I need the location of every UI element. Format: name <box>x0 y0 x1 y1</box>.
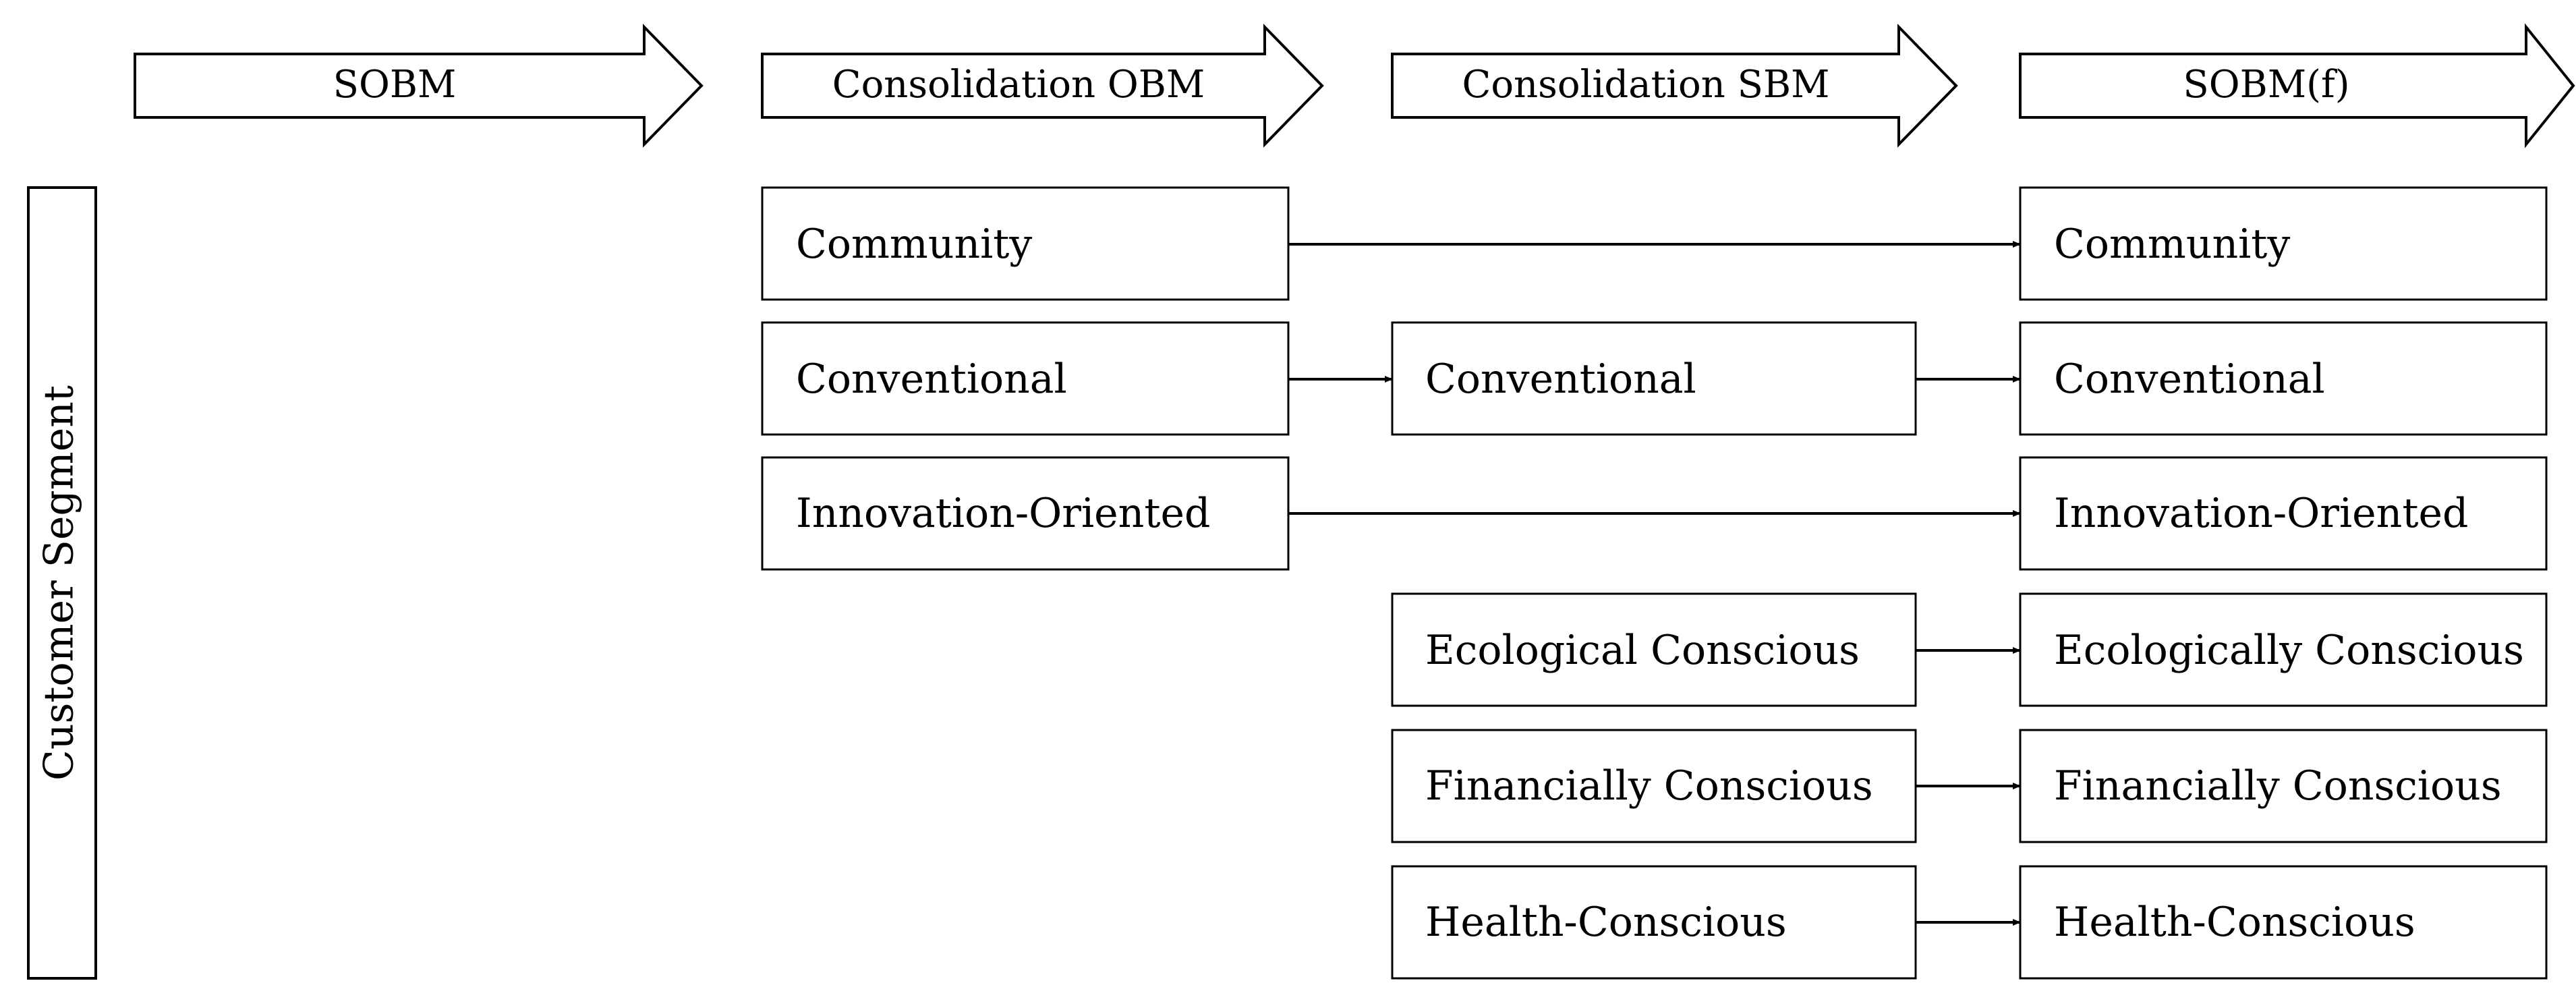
connectors <box>1288 241 2021 926</box>
segment-label: Financially Conscious <box>2054 762 2502 810</box>
phase-label-consolidation-sbm: Consolidation SBM <box>1462 63 1830 107</box>
phase-label-sobm: SOBM <box>333 63 457 107</box>
segment-box: Conventional <box>2019 321 2548 436</box>
phase-label-sobm-f: SOBM(f) <box>2183 63 2349 107</box>
segment-label: Innovation-Oriented <box>796 490 1210 537</box>
segment-label: Innovation-Oriented <box>2054 490 2468 537</box>
segment-label: Health-Conscious <box>1425 899 1787 946</box>
segment-box: Community <box>2019 186 2548 301</box>
segment-box: Ecologically Conscious <box>2019 592 2548 707</box>
segment-label: Conventional <box>2054 356 2325 403</box>
segment-box: Conventional <box>761 321 1290 436</box>
segment-label: Community <box>2054 221 2290 268</box>
phase-arrow-consolidation-obm: Consolidation OBM <box>761 24 1324 148</box>
segment-box: Financially Conscious <box>1391 729 1917 843</box>
segment-label: Community <box>796 221 1032 268</box>
segment-label: Ecologically Conscious <box>2054 627 2524 674</box>
side-label-box: Customer Segment <box>27 186 97 980</box>
column-obm: Community Conventional Innovation-Orient… <box>761 186 1290 571</box>
segment-box: Innovation-Oriented <box>761 456 1290 571</box>
column-sbm: Conventional Ecological Conscious Financ… <box>1391 321 1917 980</box>
segment-label: Financially Conscious <box>1425 762 1873 810</box>
phase-arrow-sobm: SOBM <box>134 24 704 148</box>
phase-arrow-consolidation-sbm: Consolidation SBM <box>1391 24 1958 148</box>
phase-label-consolidation-obm: Consolidation OBM <box>832 63 1205 107</box>
segment-label: Ecological Conscious <box>1425 627 1860 674</box>
segment-box: Conventional <box>1391 321 1917 436</box>
segment-box: Innovation-Oriented <box>2019 456 2548 571</box>
segment-box: Community <box>761 186 1290 301</box>
column-final: Community Conventional Innovation-Orient… <box>2019 186 2548 980</box>
segment-box: Health-Conscious <box>2019 865 2548 980</box>
segment-label: Conventional <box>1425 356 1696 403</box>
segment-label: Health-Conscious <box>2054 899 2415 946</box>
segment-box: Health-Conscious <box>1391 865 1917 980</box>
segment-box: Ecological Conscious <box>1391 592 1917 707</box>
segment-box: Financially Conscious <box>2019 729 2548 843</box>
side-label-customer-segment: Customer Segment <box>36 385 83 781</box>
phase-arrow-sobm-f: SOBM(f) <box>2019 23 2575 148</box>
segment-label: Conventional <box>796 356 1067 403</box>
